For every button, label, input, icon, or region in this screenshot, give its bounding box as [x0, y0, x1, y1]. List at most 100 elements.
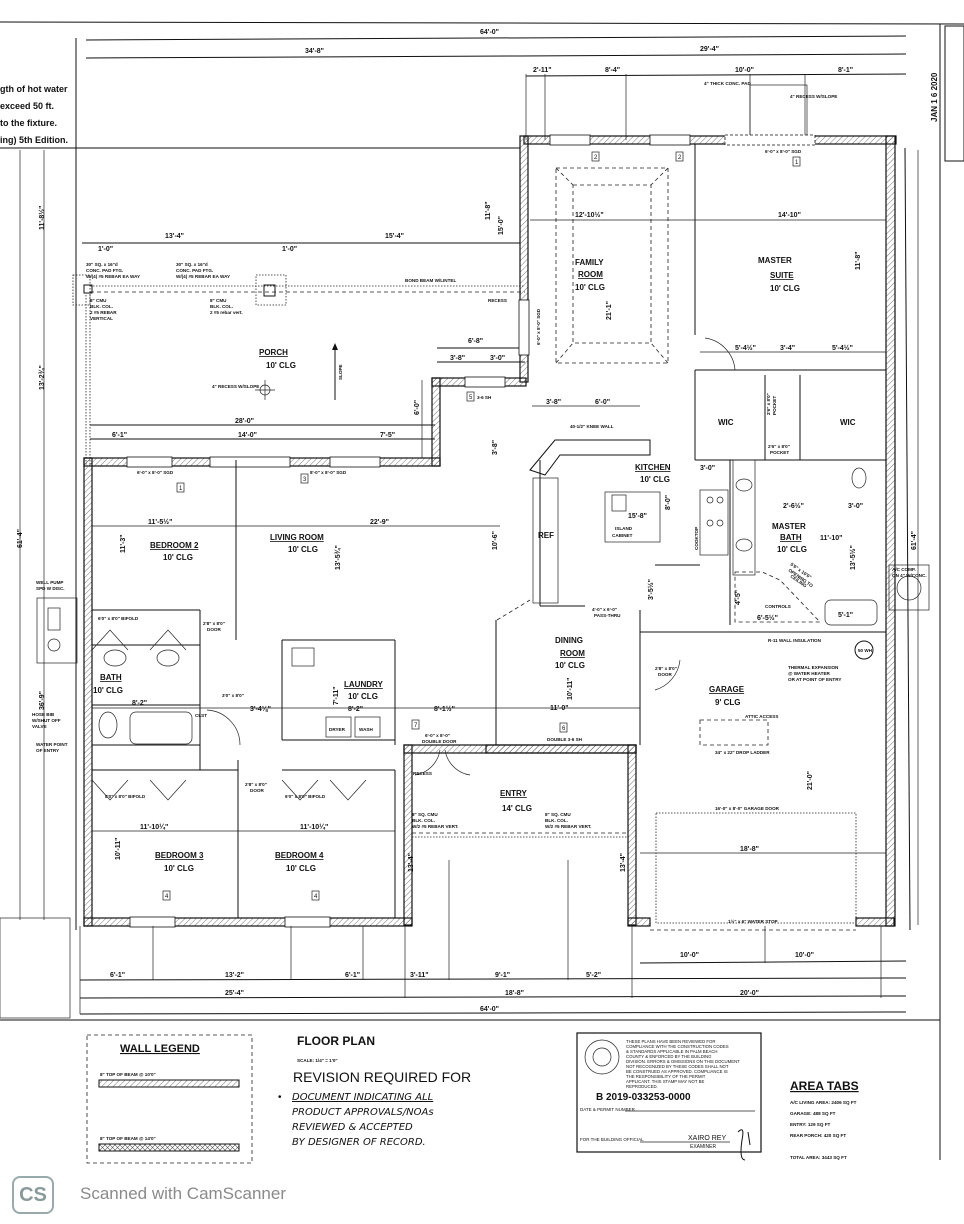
svg-text:EXAMINER: EXAMINER	[690, 1144, 717, 1150]
svg-text:THE RESPONSIBILITY OF THE PERM: THE RESPONSIBILITY OF THE PERMIT	[626, 1074, 706, 1079]
svg-text:10' CLG: 10' CLG	[555, 661, 585, 670]
svg-text:21'-0": 21'-0"	[807, 771, 814, 790]
svg-text:10' CLG: 10' CLG	[286, 864, 316, 873]
room-bath: BATH	[100, 673, 122, 682]
scanner-watermark: CS Scanned with CamScanner	[0, 1168, 964, 1224]
svg-text:8'-0" x 8'-0" SGD: 8'-0" x 8'-0" SGD	[310, 470, 347, 475]
svg-text:BLK. COL.: BLK. COL.	[210, 304, 233, 309]
svg-text:WELL PUMP: WELL PUMP	[36, 580, 63, 585]
svg-text:CONTROLS: CONTROLS	[765, 604, 791, 609]
svg-text:W/2 #5 REBAR VERT.: W/2 #5 REBAR VERT.	[412, 824, 458, 829]
svg-text:8'-4": 8'-4"	[605, 67, 620, 74]
svg-text:RECESS: RECESS	[413, 771, 432, 776]
svg-text:25'-4": 25'-4"	[225, 990, 244, 997]
svg-text:6'0" x 8'0" BIFOLD: 6'0" x 8'0" BIFOLD	[285, 794, 326, 799]
svg-text:11'-10": 11'-10"	[820, 535, 843, 542]
svg-text:10' CLG: 10' CLG	[93, 686, 123, 695]
fixtures	[36, 167, 930, 924]
svg-text:3'-4⅛": 3'-4⅛"	[250, 706, 271, 713]
svg-text:CONC. PAD FTG.: CONC. PAD FTG.	[86, 268, 123, 273]
svg-text:10' CLG: 10' CLG	[770, 284, 800, 293]
svg-text:11'-8": 11'-8"	[855, 251, 862, 270]
room-bedroom-2: BEDROOM 2	[150, 541, 199, 550]
svg-text:DOOR: DOOR	[250, 788, 264, 793]
svg-text:13'-5¾": 13'-5¾"	[334, 545, 342, 570]
svg-text:8'-1½": 8'-1½"	[434, 705, 455, 713]
room-wic-1: WIC	[718, 418, 734, 427]
svg-text:CONC. PAD FTG.: CONC. PAD FTG.	[176, 268, 213, 273]
svg-text:10' CLG: 10' CLG	[777, 545, 807, 554]
svg-text:29'-4": 29'-4"	[700, 46, 719, 53]
svg-text:21'-1": 21'-1"	[606, 301, 613, 320]
svg-text:2'8" x 8'0": 2'8" x 8'0"	[203, 621, 225, 626]
svg-text:15'-8": 15'-8"	[628, 513, 647, 520]
svg-text:13'-4": 13'-4"	[620, 853, 627, 872]
svg-text:8'-0": 8'-0"	[665, 495, 672, 510]
svg-text:30" SQ. x 16"d: 30" SQ. x 16"d	[176, 262, 208, 267]
svg-text:DOCUMENT INDICATING ALL: DOCUMENT INDICATING ALL	[292, 1092, 433, 1103]
svg-text:11'-10¼": 11'-10¼"	[300, 823, 328, 831]
hot-water-note: gth of hot water exceed 50 ft. to the fi…	[0, 84, 68, 145]
room-family: FAMILY	[575, 258, 604, 267]
svg-text:3'-0": 3'-0"	[490, 355, 505, 362]
svg-text:BOND BEAM W/LINTEL: BOND BEAM W/LINTEL	[405, 278, 456, 283]
svg-text:3'-4": 3'-4"	[780, 345, 795, 352]
svg-text:DOUBLE 3-6 SH: DOUBLE 3-6 SH	[547, 737, 583, 742]
camscanner-logo: CS	[12, 1176, 54, 1214]
svg-text:5: 5	[469, 395, 473, 401]
svg-text:REAR PORCH: 420 SQ FT: REAR PORCH: 420 SQ FT	[790, 1133, 846, 1138]
svg-text:8" TOP OF BEAM @ 14'0": 8" TOP OF BEAM @ 14'0"	[100, 1136, 156, 1141]
svg-text:3'-8": 3'-8"	[450, 355, 465, 362]
svg-text:XAIRO REY: XAIRO REY	[688, 1135, 726, 1142]
room-laundry: LAUNDRY	[344, 680, 383, 689]
svg-text:R-11 WALL INSULATION: R-11 WALL INSULATION	[768, 638, 822, 643]
svg-text:COOKTOP: COOKTOP	[694, 527, 699, 550]
svg-text:BLK. COL.: BLK. COL.	[412, 818, 435, 823]
svg-text:ON 4" W/CONC.: ON 4" W/CONC.	[892, 573, 927, 578]
svg-text:WATER POINT: WATER POINT	[36, 742, 68, 747]
svg-text:VERTICAL: VERTICAL	[90, 316, 113, 321]
svg-text:13'-5½": 13'-5½"	[849, 545, 857, 570]
svg-text:8" CMU: 8" CMU	[90, 298, 107, 303]
svg-text:A/C COMP.: A/C COMP.	[892, 567, 916, 572]
svg-text:64'-0": 64'-0"	[480, 29, 499, 36]
svg-text:9'-1": 9'-1"	[495, 972, 510, 979]
svg-text:4" RECESS W/SLOPE: 4" RECESS W/SLOPE	[790, 94, 837, 99]
svg-text:4: 4	[165, 894, 169, 900]
svg-text:13'-4": 13'-4"	[165, 233, 184, 240]
room-entry: ENTRY	[500, 789, 527, 798]
svg-text:AREA TABS: AREA TABS	[790, 1079, 859, 1093]
svg-text:8'-2": 8'-2"	[132, 700, 147, 707]
svg-text:CLST: CLST	[195, 713, 207, 718]
svg-text:1: 1	[179, 486, 183, 492]
svg-text:2'8" x 8'0": 2'8" x 8'0"	[245, 782, 267, 787]
svg-text:8" SQ. CMU: 8" SQ. CMU	[412, 812, 438, 817]
svg-text:2 #5 REBAR: 2 #5 REBAR	[90, 310, 117, 315]
svg-text:OR AT POINT OF ENTRY: OR AT POINT OF ENTRY	[788, 677, 841, 682]
svg-text:14'-0": 14'-0"	[238, 432, 257, 439]
svg-text:REVIEWED & ACCEPTED: REVIEWED & ACCEPTED	[292, 1122, 413, 1133]
svg-text:ISLAND: ISLAND	[615, 526, 633, 531]
room-master-bath: MASTER	[772, 522, 806, 531]
svg-text:11'-8½": 11'-8½"	[38, 206, 46, 230]
svg-text:W/(4) #5 REBAR EA WAY: W/(4) #5 REBAR EA WAY	[86, 274, 140, 279]
svg-text:6'-1": 6'-1"	[110, 972, 125, 979]
svg-text:10' CLG: 10' CLG	[348, 692, 378, 701]
svg-text:22'-9": 22'-9"	[370, 519, 389, 526]
svg-text:13'-2": 13'-2"	[225, 972, 244, 979]
svg-text:4'-5": 4'-5"	[735, 590, 742, 605]
porch: 13'-4" 15'-4" 1'-0" 1'-0" 30" SQ. x 16"d…	[72, 201, 525, 465]
svg-text:11'-0": 11'-0"	[550, 705, 569, 712]
room-wic-2: WIC	[840, 418, 856, 427]
svg-text:3'-11": 3'-11"	[410, 972, 429, 979]
top-dimensions: 64'-0" 34'-8" 29'-4" 2'-11" 8'-4" 10'-0"…	[85, 29, 907, 141]
svg-text:BLK. COL.: BLK. COL.	[545, 818, 568, 823]
svg-text:@ WATER HEATER: @ WATER HEATER	[788, 671, 831, 676]
room-porch: PORCH	[259, 348, 288, 357]
svg-text:•: •	[278, 1092, 282, 1103]
svg-text:11'-10¼": 11'-10¼"	[140, 823, 168, 831]
svg-text:COUNTY & ENFORCED BY THE BUILD: COUNTY & ENFORCED BY THE BUILDING	[626, 1054, 712, 1059]
room-bedroom-3: BEDROOM 3	[155, 851, 204, 860]
svg-text:6'0" x 8'0" BIFOLD: 6'0" x 8'0" BIFOLD	[98, 616, 139, 621]
